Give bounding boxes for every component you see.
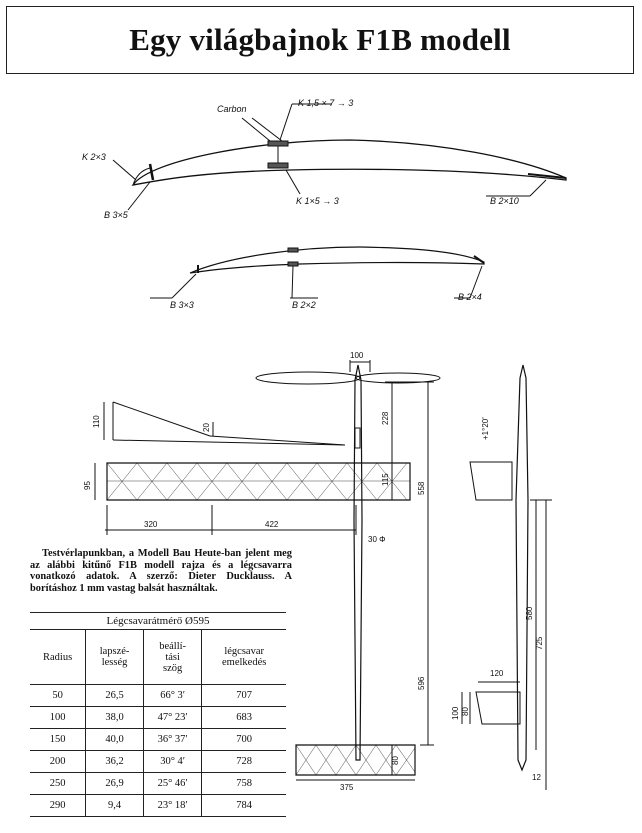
table-cell: 26,5 [85,684,144,707]
table-cell: 250 [30,772,86,795]
dim-228: 228 [381,411,390,425]
table-header: lapszé-lesség [85,629,144,685]
dim-596: 596 [417,676,426,690]
dim-100b: 100 [451,706,460,720]
dim-422: 422 [265,520,279,529]
table-header: Radius [30,629,86,685]
dim-80a: 80 [461,707,470,716]
dim-120: 120 [490,669,504,678]
table-cell: 784 [201,794,286,817]
dim-80b: 80 [391,756,400,765]
table-cell: 100 [30,706,86,729]
table-cell: 47° 23′ [142,706,202,729]
table-cell: 758 [201,772,286,795]
stab-planform [295,744,416,781]
table-cell: 23° 18′ [142,794,202,817]
table-cell: 707 [201,684,286,707]
dim-30: 30 Φ [368,535,386,544]
table-cell: 26,9 [85,772,144,795]
label-b24: B 2×4 [458,292,482,302]
table-cell: 30° 4′ [142,750,202,773]
table-cell: 25° 46′ [142,772,202,795]
label-b35: B 3×5 [104,210,129,220]
dim-120deg: +1°20' [481,417,490,440]
dim-725: 725 [535,636,544,650]
label-b210: B 2×10 [490,196,519,206]
table-cell: 36° 37′ [142,728,202,751]
table-cell: 38,0 [85,706,144,729]
dim-20: 20 [202,423,211,432]
dim-580: 580 [525,606,534,620]
table-cell: 200 [30,750,86,773]
title-box: Egy világbajnok F1B modell [6,6,634,74]
table-cell: 728 [201,750,286,773]
table-cell: 40,0 [85,728,144,751]
dim-558: 558 [417,481,426,495]
table-cell: 66° 3′ [142,684,202,707]
dim-12: 12 [532,773,541,782]
table-cell: 150 [30,728,86,751]
dim-375: 375 [340,783,354,792]
table-cell: 290 [30,794,86,817]
label-k153: K 1×5 → 3 [296,196,339,206]
label-b22: B 2×2 [292,300,316,310]
side-view [461,364,552,790]
page-title: Egy világbajnok F1B modell [129,22,511,57]
table-cell: 683 [201,706,286,729]
label-b33: B 3×3 [170,300,194,310]
stab-airfoil-section [150,246,485,299]
table-cell: 9,4 [85,794,144,817]
table-caption: Légcsavarátmérő Ø595 [30,612,286,630]
label-k23: K 2×3 [82,152,106,162]
fuselage-top-view [353,364,363,761]
label-k15: K 1,5 × 7 → 3 [298,98,353,108]
wing-airfoil-section [112,103,567,211]
top-view-dims [385,381,434,746]
dim-100-top: 100 [350,351,364,360]
wing-planform [94,462,411,535]
propeller-top-view [255,360,441,385]
caption: Testvérlapunkban, a Modell Bau Heute-ban… [30,548,292,594]
dim-320: 320 [144,520,158,529]
label-carbon: Carbon [217,104,247,114]
dim-110: 110 [92,415,101,428]
table-cell: 36,2 [85,750,144,773]
wing-dihedral-view [103,401,346,446]
table-cell: 700 [201,728,286,751]
dim-115: 115 [381,473,390,486]
table-cell: 50 [30,684,86,707]
dim-95: 95 [83,481,92,490]
